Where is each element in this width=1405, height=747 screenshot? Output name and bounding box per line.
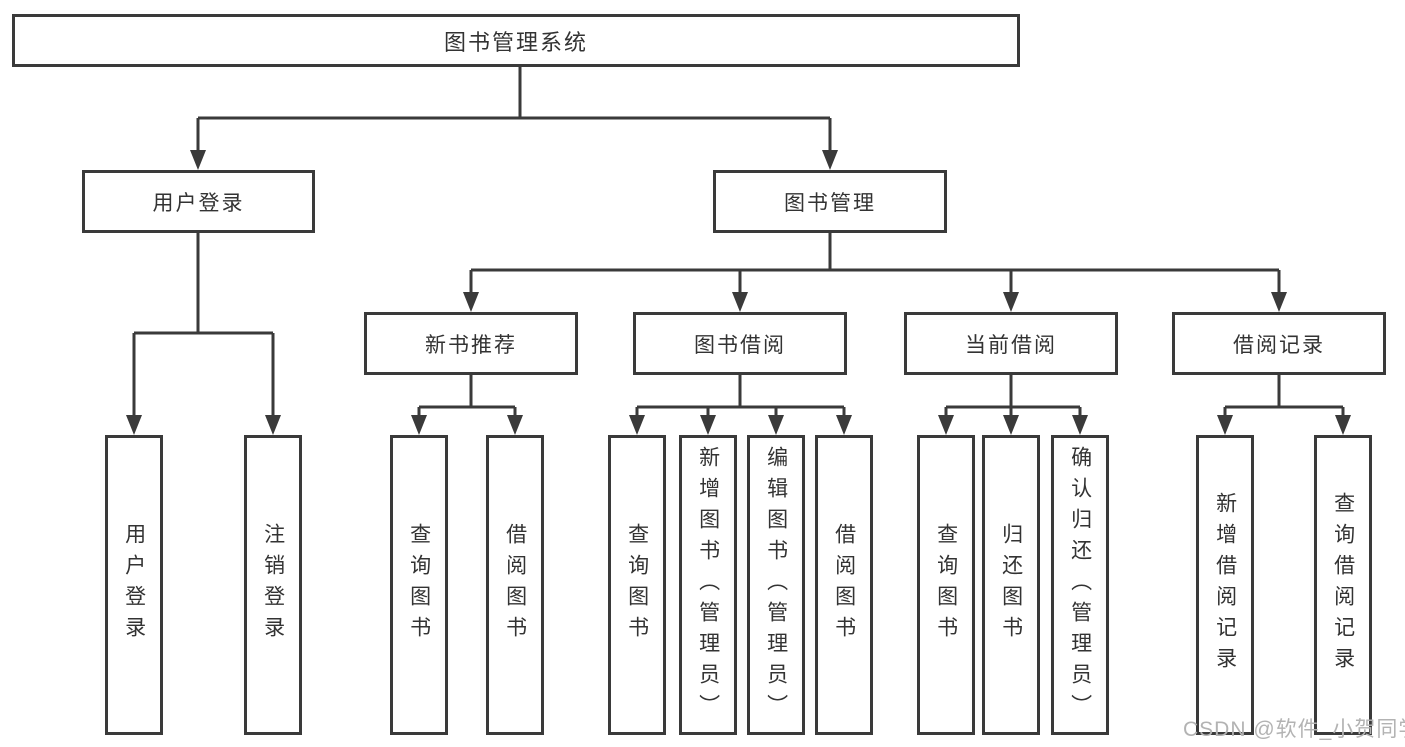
node-label: 查询借阅记录 xyxy=(1331,492,1355,678)
node-book-management: 图书管理 xyxy=(713,170,947,233)
node-edit-books-admin: 编辑图书（管理员） xyxy=(747,435,805,735)
node-user-login-group: 用户登录 xyxy=(82,170,315,233)
arrowhead xyxy=(1335,415,1351,435)
arrowhead xyxy=(265,415,281,435)
node-library-management-system: 图书管理系统 xyxy=(12,14,1020,67)
arrowhead xyxy=(463,292,479,312)
node-label: 新增图书（管理员） xyxy=(696,445,720,725)
arrowhead xyxy=(629,415,645,435)
arrowheads xyxy=(126,150,1351,435)
node-label: 借阅图书 xyxy=(503,523,527,647)
node-label: 编辑图书（管理员） xyxy=(764,445,788,725)
arrowhead xyxy=(126,415,142,435)
node-query-books-recommend: 查询图书 xyxy=(390,435,448,735)
node-label: 借阅图书 xyxy=(832,523,856,647)
node-user-login: 用户登录 xyxy=(105,435,163,735)
node-add-borrow-record: 新增借阅记录 xyxy=(1196,435,1254,735)
node-new-book-recommend: 新书推荐 xyxy=(364,312,578,375)
node-label: 注销登录 xyxy=(261,523,285,647)
watermark: CSDN @软件_小贺同学 xyxy=(1183,718,1405,741)
arrowhead xyxy=(507,415,523,435)
arrowhead xyxy=(732,292,748,312)
node-add-books-admin: 新增图书（管理员） xyxy=(679,435,737,735)
node-label: 查询图书 xyxy=(407,523,431,647)
arrowhead xyxy=(768,415,784,435)
node-label: 归还图书 xyxy=(999,523,1023,647)
arrowhead xyxy=(1072,415,1088,435)
arrowhead xyxy=(1003,292,1019,312)
arrowhead xyxy=(700,415,716,435)
node-borrow-books: 借阅图书 xyxy=(815,435,873,735)
node-label: 查询图书 xyxy=(625,523,649,647)
arrowhead xyxy=(938,415,954,435)
arrowhead xyxy=(836,415,852,435)
node-label: 查询图书 xyxy=(934,523,958,647)
node-current-borrowing: 当前借阅 xyxy=(904,312,1118,375)
arrowhead xyxy=(822,150,838,170)
node-borrowing-records: 借阅记录 xyxy=(1172,312,1386,375)
node-logout: 注销登录 xyxy=(244,435,302,735)
arrowhead xyxy=(1217,415,1233,435)
node-query-books-borrowing: 查询图书 xyxy=(608,435,666,735)
connector-lines xyxy=(132,67,1345,417)
arrowhead xyxy=(411,415,427,435)
node-label: 新增借阅记录 xyxy=(1213,492,1237,678)
arrowhead xyxy=(190,150,206,170)
node-confirm-return-admin: 确认归还（管理员） xyxy=(1051,435,1109,735)
arrowhead xyxy=(1271,292,1287,312)
node-return-books: 归还图书 xyxy=(982,435,1040,735)
node-label: 确认归还（管理员） xyxy=(1068,445,1092,725)
node-query-borrow-record: 查询借阅记录 xyxy=(1314,435,1372,735)
arrowhead xyxy=(1003,415,1019,435)
node-query-books-current: 查询图书 xyxy=(917,435,975,735)
node-borrow-books-recommend: 借阅图书 xyxy=(486,435,544,735)
node-book-borrowing: 图书借阅 xyxy=(633,312,847,375)
node-label: 用户登录 xyxy=(122,523,146,647)
